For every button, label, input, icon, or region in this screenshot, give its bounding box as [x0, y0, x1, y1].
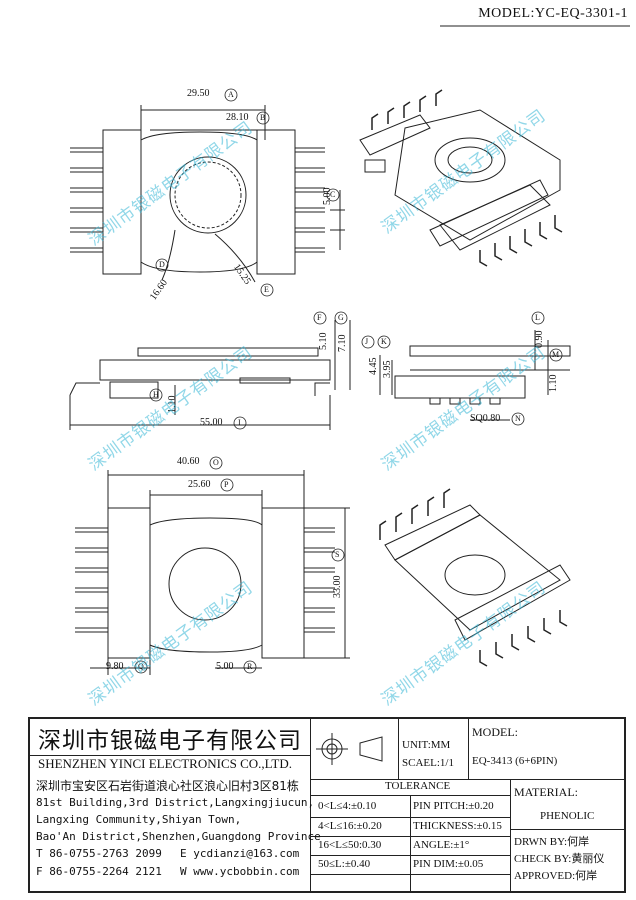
company-name-cn: 深圳市银磁电子有限公司 — [38, 728, 302, 754]
marker-s: S — [335, 550, 340, 559]
approved-by: APPROVED:何岸 — [514, 870, 598, 882]
tolerance-2: 4<L≤16:±0.20 — [318, 820, 382, 832]
email: E ycdianzi@163.com — [180, 847, 300, 860]
model-label: MODEL: — [472, 725, 518, 739]
dim-p: 25.60 — [188, 479, 211, 490]
checked-by: CHECK BY:黄丽仪 — [514, 853, 605, 865]
dim-s: 33.00 — [332, 575, 343, 599]
marker-o: O — [213, 458, 219, 467]
tolerance-title: TOLERANCE — [385, 780, 451, 792]
tolerance-1: 0<L≤4:±0.10 — [318, 800, 377, 812]
model-value: EQ-3413 (6+6PIN) — [472, 755, 558, 767]
marker-b: B — [260, 113, 266, 122]
dim-o: 40.60 — [177, 456, 200, 467]
projection-symbol-icon — [316, 733, 383, 765]
dim-j: 4.45 — [368, 357, 379, 376]
material-label: MATERIAL: — [514, 785, 578, 799]
marker-p: P — [224, 480, 229, 489]
marker-d: D — [159, 260, 165, 269]
dim-n: SQ0.80 — [470, 413, 501, 424]
isometric-view-top — [359, 89, 563, 267]
marker-i: I — [238, 418, 241, 427]
pin-tolerance-4: PIN DIM:±0.05 — [413, 858, 484, 870]
end-view — [379, 330, 571, 421]
marker-n: N — [515, 414, 521, 423]
tolerance-4: 50≤L:±0.40 — [318, 858, 371, 870]
marker-e: E — [264, 285, 269, 294]
dim-a: 29.50 — [187, 88, 210, 99]
dim-g: 7.10 — [337, 334, 348, 353]
marker-f: F — [317, 313, 322, 322]
tel: T 86-0755-2763 2099 — [36, 847, 162, 860]
marker-h: H — [153, 390, 159, 399]
marker-c: C — [330, 190, 336, 199]
marker-l: L — [535, 313, 540, 322]
material-value: PHENOLIC — [540, 810, 595, 822]
top-view — [70, 105, 345, 283]
dim-r: 5.00 — [216, 661, 234, 672]
dim-b: 28.10 — [226, 112, 249, 123]
isometric-view-bottom — [379, 488, 571, 667]
unit: UNIT:MM — [402, 739, 451, 751]
marker-q: Q — [138, 662, 144, 671]
dim-m: 1.10 — [548, 374, 559, 393]
dim-i: 55.00 — [200, 417, 223, 428]
dim-k: 3.95 — [382, 360, 393, 379]
marker-a: A — [228, 90, 234, 99]
fax: F 86-0755-2264 2121 — [36, 865, 162, 878]
marker-j: J — [365, 337, 369, 346]
side-view — [69, 320, 351, 430]
tolerance-3: 16<L≤50:0.30 — [318, 839, 382, 851]
model-header: MODEL:YC-EQ-3301-1 — [478, 6, 628, 21]
title-block: 深圳市银磁电子有限公司 SHENZHEN YINCI ELECTRONICS C… — [28, 717, 626, 893]
technical-drawing — [69, 25, 630, 675]
scale: SCAEL:1/1 — [402, 757, 454, 769]
pin-tolerance-1: PIN PITCH:±0.20 — [413, 800, 494, 812]
marker-m: M — [552, 350, 560, 359]
marker-k: K — [381, 337, 387, 346]
drawn-by: DRWN BY:何岸 — [514, 836, 590, 848]
bottom-view — [75, 470, 350, 675]
pin-tolerance-3: ANGLE:±1° — [413, 839, 470, 851]
address-line-2: 81st Building,3rd District,Langxingjiucu… — [36, 796, 315, 809]
marker-r: R — [247, 662, 253, 671]
company-name-en: SHENZHEN YINCI ELECTRONICS CO.,LTD. — [38, 756, 292, 771]
address-line-3: Langxing Community,Shiyan Town, — [36, 813, 242, 826]
dim-f: 5.10 — [318, 332, 329, 351]
website: W www.ycbobbin.com — [180, 865, 300, 878]
marker-g: G — [338, 313, 344, 322]
pin-tolerance-2: THICKNESS:±0.15 — [413, 820, 502, 832]
address-line-1: 深圳市宝安区石岩街道浪心社区浪心旧村3区81栋 — [36, 779, 299, 793]
dim-q: 9.80 — [106, 661, 124, 672]
address-line-4: Bao'An District,Shenzhen,Guangdong Provi… — [36, 830, 321, 843]
